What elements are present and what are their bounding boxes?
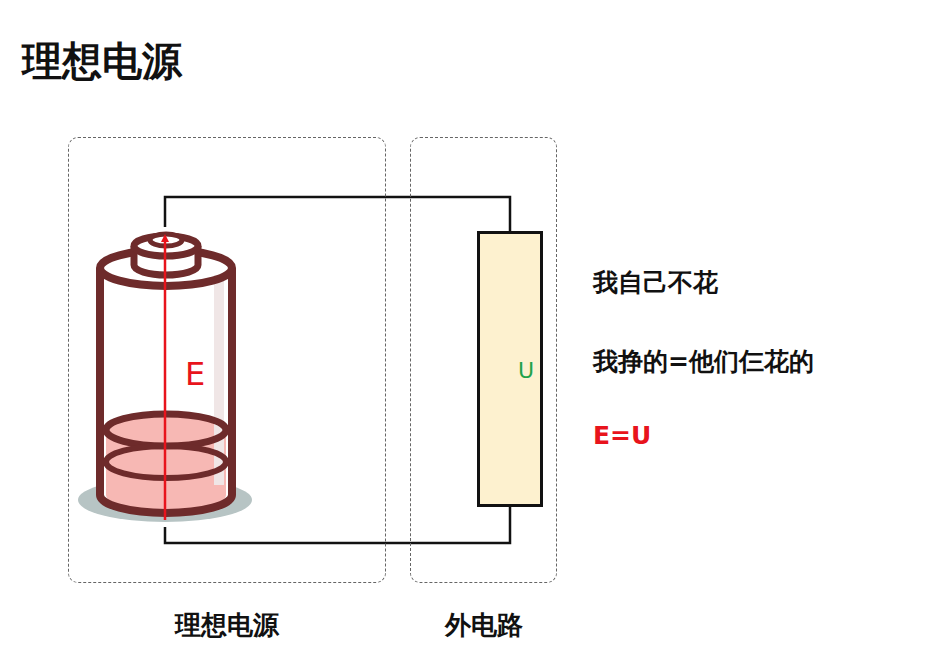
resistor-box: U bbox=[477, 231, 543, 507]
note-text: E=U bbox=[593, 421, 651, 450]
region-label: 外电路 bbox=[411, 608, 556, 643]
wire bbox=[165, 197, 510, 231]
wire bbox=[165, 507, 510, 543]
source-region: 理想电源E bbox=[68, 137, 386, 583]
battery-box: E bbox=[81, 227, 256, 527]
voltage-label: U bbox=[518, 358, 534, 383]
note-text: 我挣的=他们仨花的 bbox=[593, 345, 814, 378]
emf-arrow bbox=[164, 238, 167, 520]
emf-label: E bbox=[185, 355, 205, 393]
title: 理想电源 bbox=[22, 34, 182, 89]
region-label: 理想电源 bbox=[69, 608, 385, 643]
battery-symbol bbox=[78, 234, 252, 522]
external-region: 外电路U bbox=[410, 137, 557, 583]
note-text: 我自己不花 bbox=[593, 266, 718, 299]
